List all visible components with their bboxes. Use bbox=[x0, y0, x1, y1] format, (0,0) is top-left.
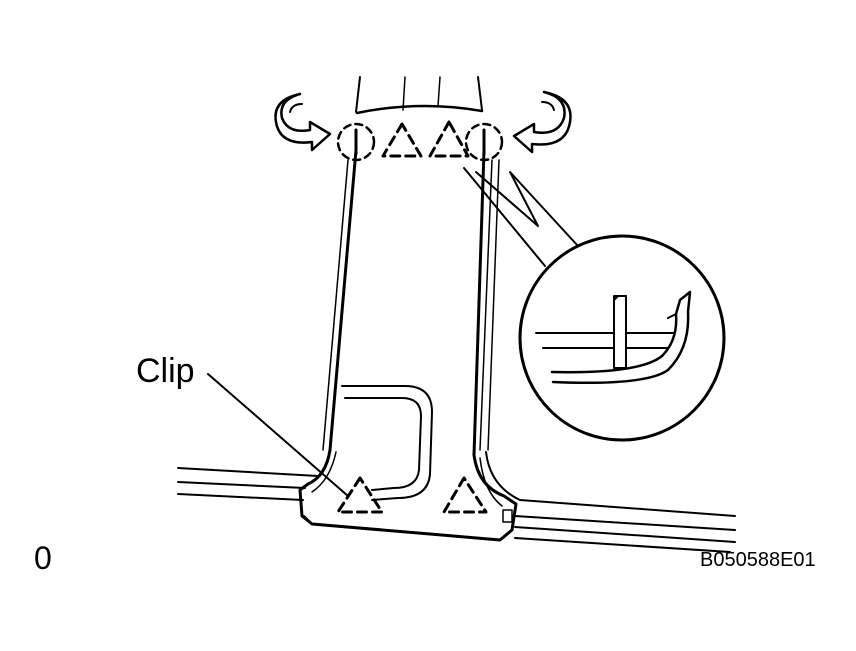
clip-marker-top-1 bbox=[381, 122, 423, 158]
rotate-arrow-left-icon bbox=[274, 92, 332, 152]
detail-callout-leader bbox=[463, 167, 579, 267]
door-opening-lines bbox=[177, 467, 736, 553]
figure-code: B050588E01 bbox=[700, 549, 816, 571]
pillar-lower-base bbox=[298, 448, 736, 542]
claw-marker-right bbox=[464, 122, 504, 162]
step-number: 0 bbox=[34, 540, 52, 576]
rotate-arrow-right-icon bbox=[512, 90, 572, 154]
pillar-upper-body bbox=[322, 76, 500, 457]
claw-marker-left bbox=[336, 122, 376, 162]
clip-marker-top-2 bbox=[428, 120, 470, 158]
detail-magnified-view bbox=[518, 234, 726, 442]
clip-marker-lower-right bbox=[442, 476, 488, 514]
clip-label: Clip bbox=[136, 352, 195, 390]
quarter-window-outline bbox=[341, 385, 433, 501]
clip-leader-line bbox=[207, 373, 349, 497]
clip-marker-lower-left bbox=[336, 476, 384, 514]
